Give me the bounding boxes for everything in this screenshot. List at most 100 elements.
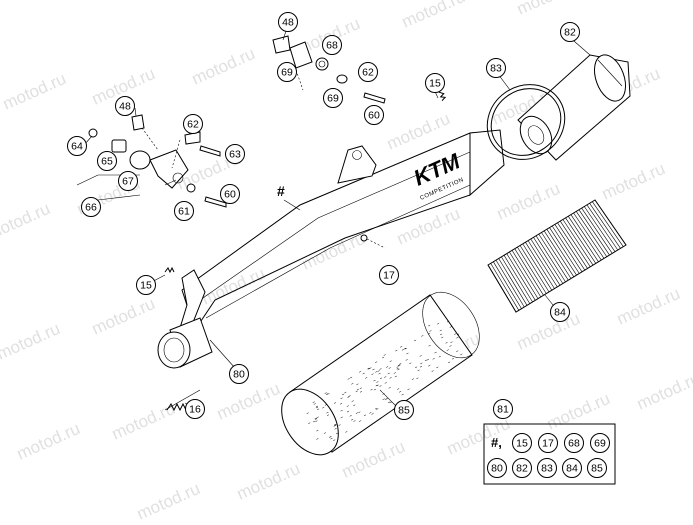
watermark-text: motod.ru — [89, 294, 158, 339]
kit-item-circle — [538, 433, 558, 453]
watermark-text: motod.ru — [514, 309, 583, 354]
callout-label: 15 — [140, 280, 152, 292]
callout-circle — [81, 197, 101, 217]
watermark-text: motod.ru — [0, 319, 63, 364]
callout-label: 62 — [362, 67, 374, 79]
packing-mat — [487, 199, 627, 313]
callout-circle — [118, 171, 138, 191]
watermark-text: motod.ru — [394, 204, 463, 249]
callout-label: 17 — [383, 270, 395, 282]
inlet-pipe — [157, 317, 213, 369]
silencer-body — [179, 129, 505, 332]
kit-item-circle — [512, 458, 532, 478]
callout-label: 68 — [326, 40, 338, 52]
callout-circle — [183, 114, 203, 134]
watermark-text: motod.ru — [384, 109, 453, 154]
watermark-text: motod.ru — [234, 459, 303, 504]
top-bracket-parts — [272, 35, 386, 104]
kit-item-label: 83 — [541, 463, 553, 475]
callout-circle — [229, 364, 249, 384]
callout-circle — [115, 96, 135, 116]
callout-67: 67 — [118, 171, 138, 191]
damping-tube — [281, 291, 480, 456]
callout-circle — [174, 201, 194, 221]
callout-circle — [278, 12, 298, 32]
watermark-text: motod.ru — [109, 399, 178, 444]
callout-65: 65 — [97, 151, 117, 171]
callout-80: 80 — [229, 364, 249, 384]
callout-48: 48 — [115, 96, 135, 116]
watermark-text: motod.ru — [134, 479, 203, 520]
callout-label: 66 — [85, 202, 97, 214]
callout-label: 16 — [189, 404, 201, 416]
callout-circle — [358, 62, 378, 82]
callout-label: 48 — [282, 17, 294, 29]
callout-label: 63 — [229, 149, 241, 161]
kit-item-circle — [590, 433, 610, 453]
kit-item-circle — [487, 458, 507, 478]
callout-15: 15 — [136, 275, 156, 295]
callout-circle — [220, 184, 240, 204]
callout-label: 81 — [497, 404, 509, 416]
callout-62: 62 — [358, 62, 378, 82]
callout-circle — [550, 302, 570, 322]
callout-circle — [425, 73, 445, 93]
callout-15: 15 — [425, 73, 445, 93]
callout-circle — [364, 105, 384, 125]
watermark-text: motod.ru — [614, 284, 683, 329]
watermark-text: motod.ru — [514, 0, 583, 19]
callout-69: 69 — [277, 62, 297, 82]
kit-item-circle — [587, 458, 607, 478]
callout-circle — [136, 275, 156, 295]
callout-60: 60 — [220, 184, 240, 204]
watermark-text: motod.ru — [0, 69, 69, 114]
callout-circle — [67, 136, 87, 156]
callout-69: 69 — [323, 88, 343, 108]
kit-item-label: 82 — [516, 463, 528, 475]
left-mount-parts — [88, 114, 227, 208]
callout-label: 61 — [178, 206, 190, 218]
kit-item-circle — [564, 433, 584, 453]
kit-item-label: 84 — [566, 463, 578, 475]
callout-66: 66 — [81, 197, 101, 217]
watermark-text: motod.ru — [14, 419, 83, 464]
kit-item-circle — [562, 458, 582, 478]
callout-63: 63 — [225, 144, 245, 164]
callout-label: 85 — [398, 405, 410, 417]
watermark-text: motod.ru — [189, 44, 258, 89]
callout-label: 83 — [490, 63, 502, 75]
callout-label: 65 — [101, 156, 113, 168]
callout-60: 60 — [364, 105, 384, 125]
kit-item-label: 15 — [516, 438, 528, 450]
callout-68: 68 — [322, 35, 342, 55]
callout-label: 48 — [119, 101, 131, 113]
callout-circle — [323, 88, 343, 108]
watermark-text: motod.ru — [604, 0, 673, 4]
watermark-text: motod.ru — [494, 179, 563, 224]
callout-64: 64 — [67, 136, 87, 156]
watermark-text: motod.ru — [444, 414, 513, 459]
watermark-text: motod.ru — [634, 369, 693, 414]
callout-circle — [394, 400, 414, 420]
callout-circle — [560, 22, 580, 42]
callout-85: 85 — [394, 400, 414, 420]
callout-label: 15 — [429, 78, 441, 90]
kit-item-label: 85 — [591, 463, 603, 475]
callout-61: 61 — [174, 201, 194, 221]
callout-17: 17 — [379, 265, 399, 285]
callout-circle — [493, 399, 513, 419]
kit-item-circle — [512, 433, 532, 453]
kit-item-label: 80 — [491, 463, 503, 475]
callout-81: 81 — [493, 399, 513, 419]
callout-label: 69 — [281, 67, 293, 79]
o-ring — [486, 84, 566, 160]
callout-circle — [225, 144, 245, 164]
callout-circle — [97, 151, 117, 171]
kit-hash: #, — [491, 435, 502, 450]
kit-item-circle — [537, 458, 557, 478]
callout-84: 84 — [550, 302, 570, 322]
